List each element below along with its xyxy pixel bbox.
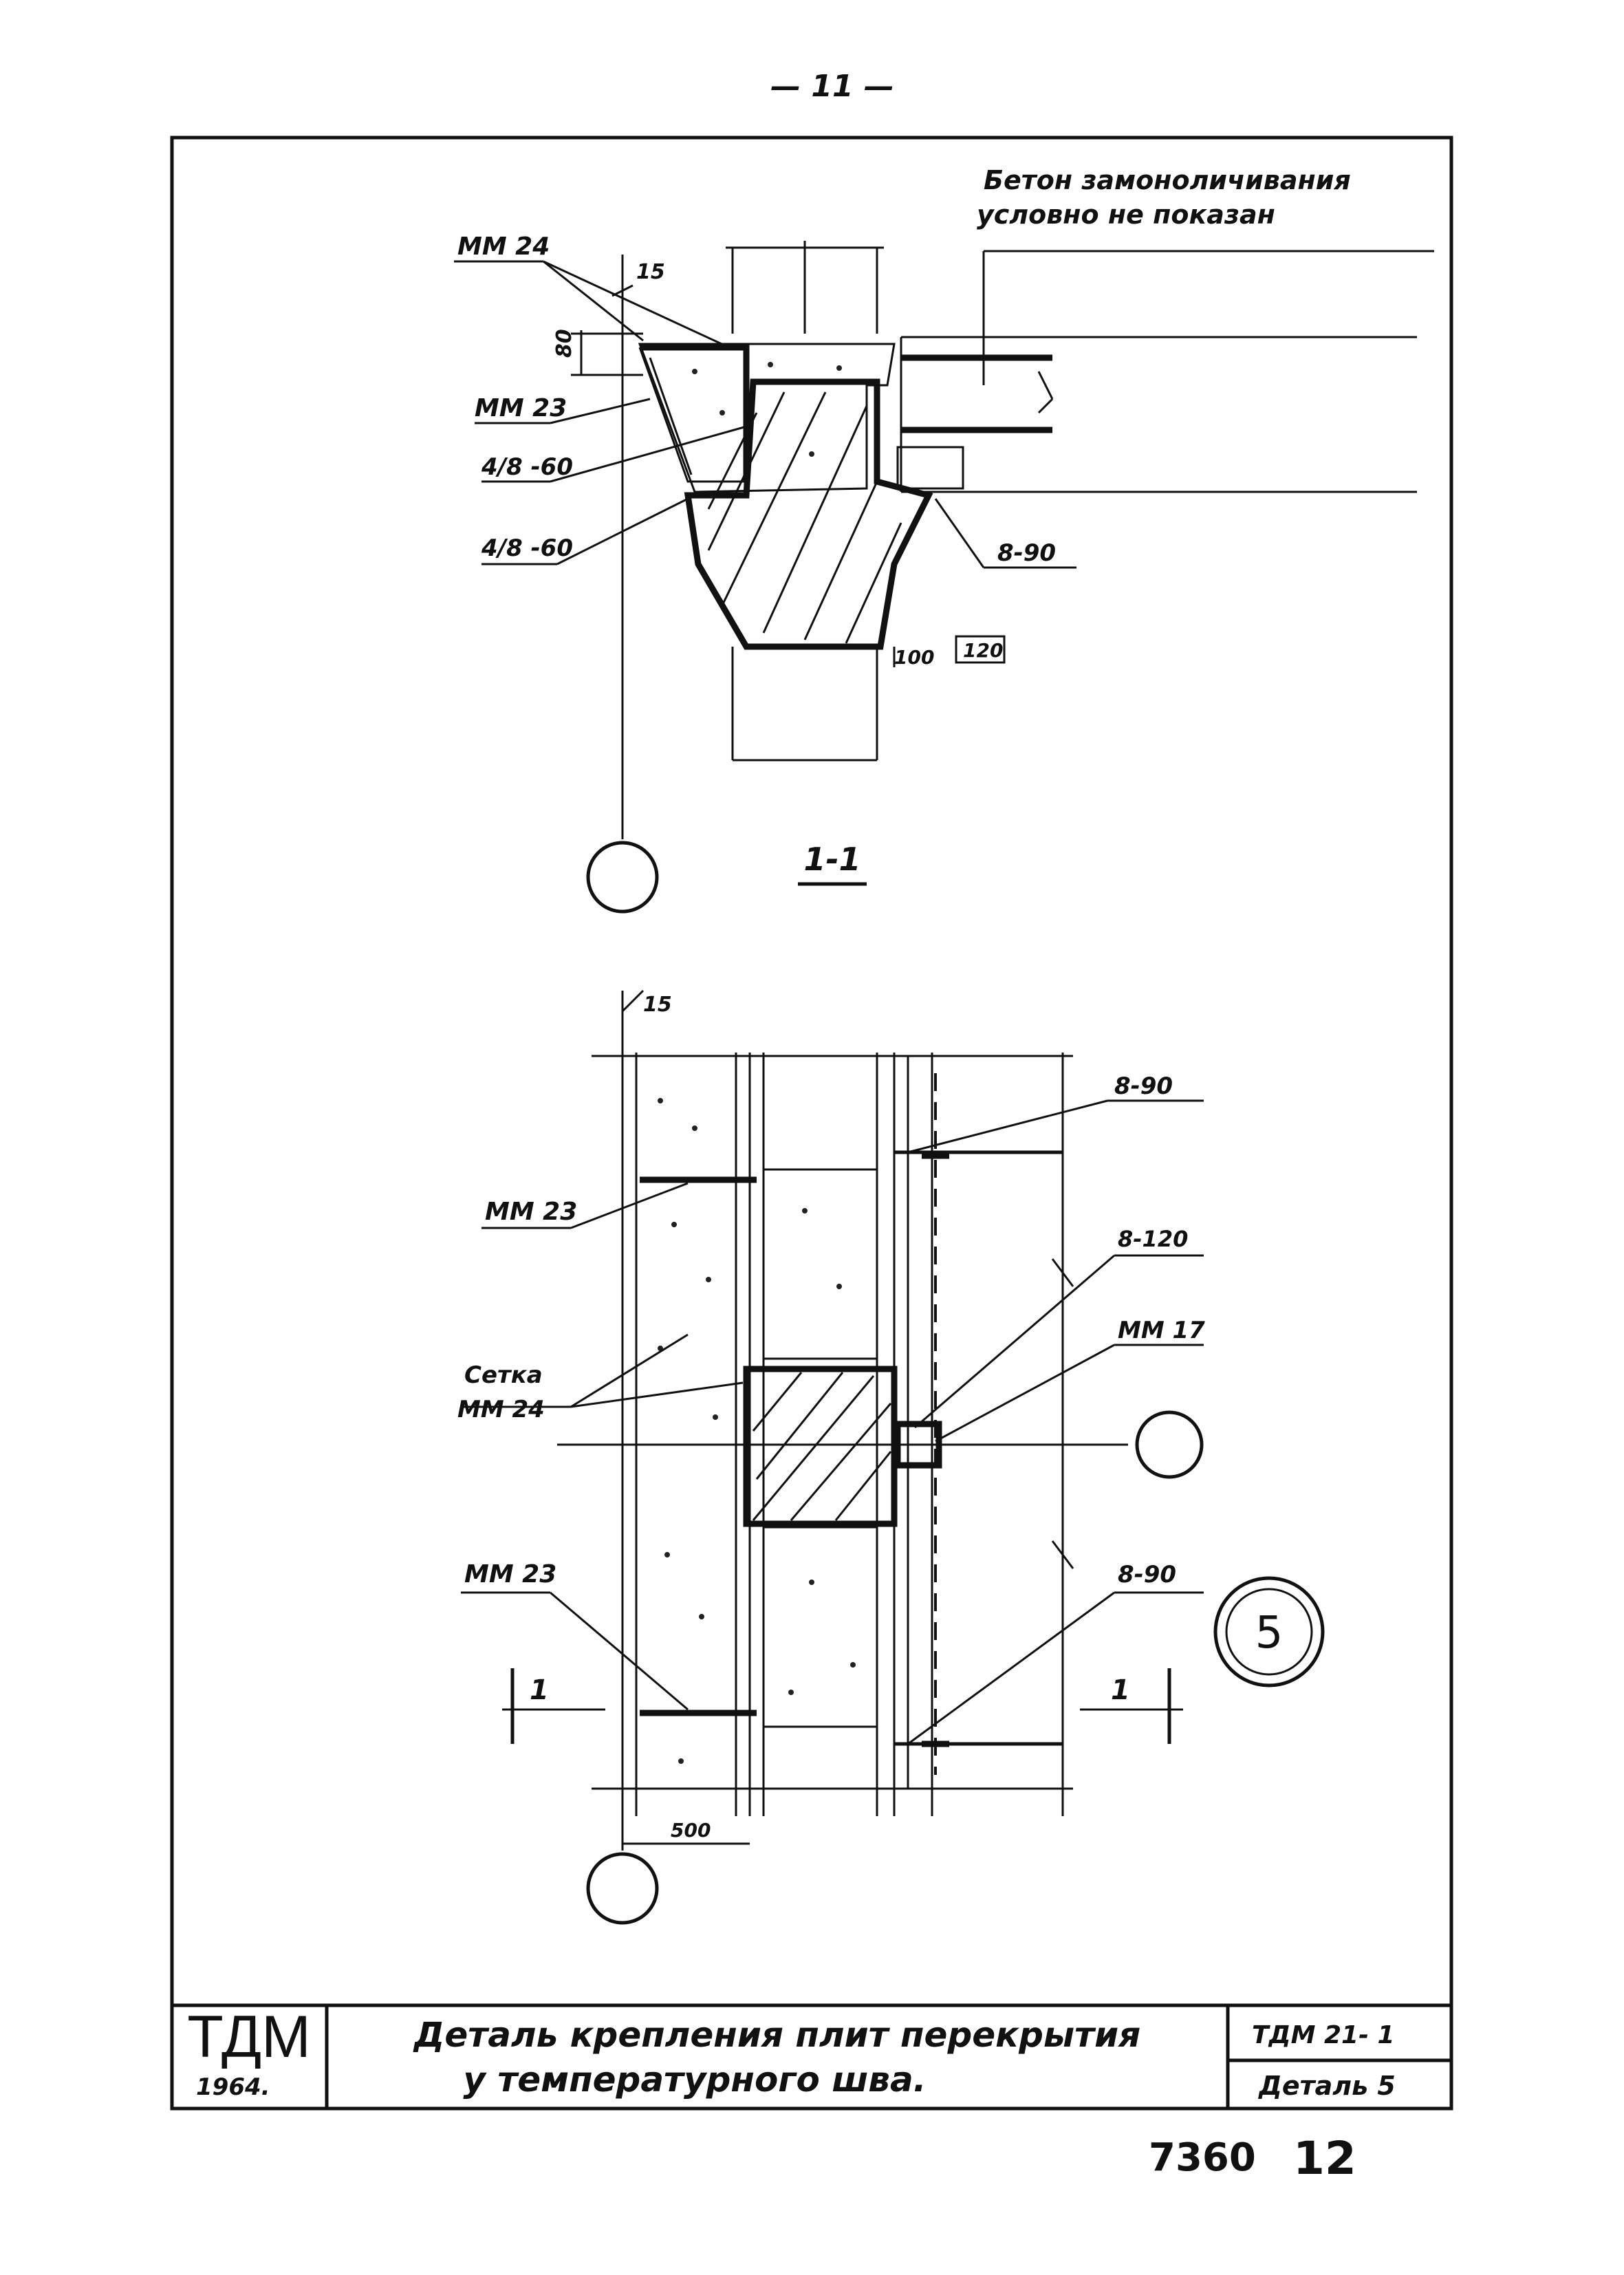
archive-page: 12 [1293, 2132, 1356, 2185]
label-setka: Сетка [464, 1361, 543, 1389]
label-setka-mm24: ММ 24 [457, 1396, 545, 1423]
detail-marker: 5 [1213, 1576, 1325, 1688]
axis-bubble-plan-right [1135, 1410, 1204, 1479]
label-bar-top-plan: 8-90 [1114, 1072, 1173, 1100]
hatched-core [743, 1366, 898, 1527]
dim-120: 120 [963, 639, 1003, 662]
title-block: ТДМ 1964. Деталь крепления плит перекрыт… [172, 2003, 1451, 2109]
label-mm23-top-plan: ММ 23 [485, 1198, 577, 1226]
section-1-1-drawing: 15 80 100 120 ММ 24 ММ 23 4/8 -60 4/8 -6… [454, 233, 1417, 914]
dim-100: 100 [894, 646, 934, 669]
page-number: — 11 — [770, 69, 894, 104]
note-line-1: Бетон замоноличивания [984, 165, 1351, 195]
drawing-frame [170, 136, 1453, 2111]
dim-15-section: 15 [636, 260, 665, 284]
label-bar-mid-plan: 8-120 [1118, 1226, 1188, 1252]
dim-500: 500 [671, 1819, 711, 1842]
cut-label-right: 1 [1111, 1674, 1130, 1706]
archive-number: 7360 [1149, 2135, 1256, 2180]
label-mm23-section: ММ 23 [475, 394, 567, 422]
cut-label-left: 1 [530, 1674, 549, 1706]
year: 1964. [196, 2073, 270, 2101]
label-mm17: ММ 17 [1118, 1317, 1205, 1344]
document-code: ТДМ 21- 1 [1252, 2021, 1395, 2049]
sheet-name: Деталь 5 [1258, 2071, 1396, 2101]
axis-bubble-section [586, 841, 659, 914]
section-title: 1-1 [803, 841, 860, 878]
label-weld-b: 4/8 -60 [481, 535, 573, 562]
dim-15-plan: 15 [643, 993, 672, 1017]
drawing-title-line-1: Деталь крепления плит перекрытия [413, 2015, 1140, 2055]
org-code: ТДМ [187, 2004, 311, 2070]
label-mm24-section: ММ 24 [457, 233, 550, 261]
concrete-note: Бетон замоноличивания условно не показан [977, 165, 1434, 385]
label-bar-bottom-plan: 8-90 [1118, 1561, 1176, 1588]
label-mm23-bottom-plan: ММ 23 [464, 1560, 556, 1588]
plan-drawing: 15 [457, 362, 1325, 1925]
drawing-title-line-2: у температурного шва. [463, 2060, 926, 2100]
note-line-2: условно не показан [977, 200, 1275, 230]
label-weld-a: 4/8 -60 [481, 453, 573, 481]
label-bar-section: 8-90 [997, 539, 1056, 567]
dim-80: 80 [552, 329, 576, 358]
detail-marker-number: 5 [1255, 1608, 1284, 1659]
axis-bubble-plan-bottom [586, 1852, 659, 1925]
